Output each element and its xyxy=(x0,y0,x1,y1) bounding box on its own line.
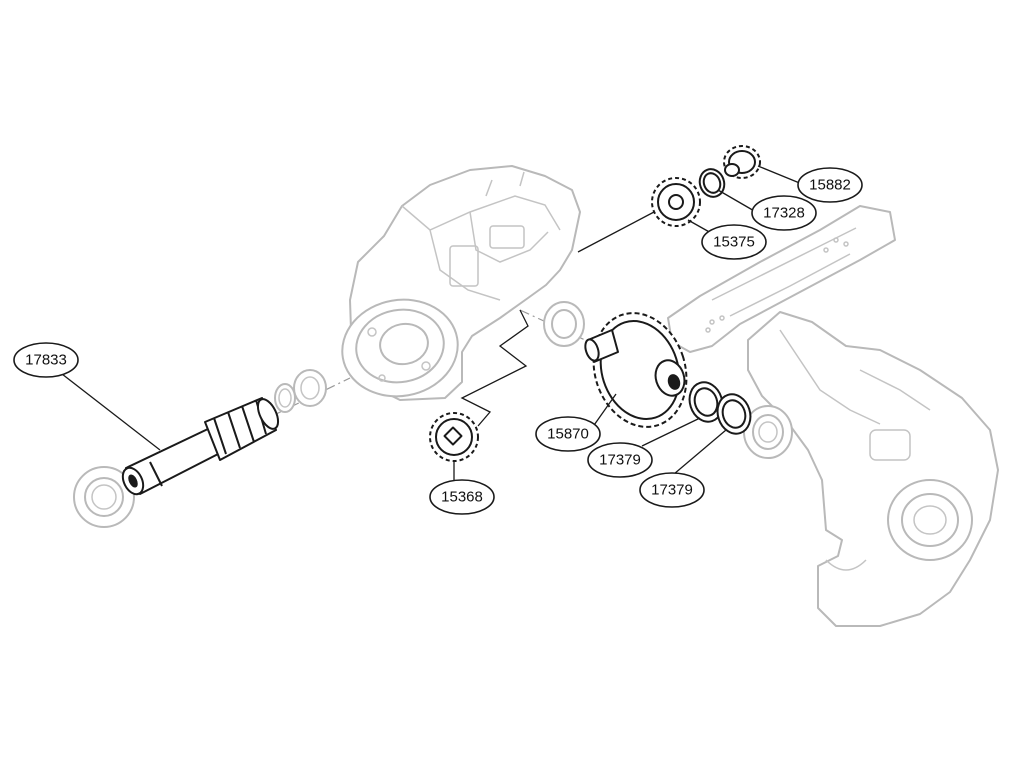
washer-17328 xyxy=(698,168,726,198)
shim-left xyxy=(274,383,296,413)
bushing-left xyxy=(293,369,327,407)
callout-label: 15375 xyxy=(713,234,755,251)
leader-line xyxy=(61,373,161,451)
callout-label: 15368 xyxy=(441,489,483,506)
bearing-left xyxy=(73,466,135,528)
side-plate-housing xyxy=(667,205,999,627)
callout-17379-a: 17379 xyxy=(587,442,653,478)
callout-label: 17379 xyxy=(651,482,693,499)
bearing-center xyxy=(543,301,585,347)
callout-label: 17379 xyxy=(599,452,641,469)
leader-line xyxy=(591,393,617,429)
collar-15882 xyxy=(723,145,761,179)
drive-gear-15870 xyxy=(584,312,688,428)
bearing-right xyxy=(743,405,793,459)
callout-label: 15882 xyxy=(809,177,851,194)
callout-label: 17833 xyxy=(25,352,67,369)
callout-15368: 15368 xyxy=(429,479,495,515)
callout-17328: 17328 xyxy=(751,195,817,231)
leader-line xyxy=(641,417,701,447)
callout-label: 15870 xyxy=(547,426,589,443)
reel-body-housing xyxy=(341,165,581,401)
leader-line xyxy=(460,309,529,427)
gear-15375 xyxy=(651,177,701,227)
washer-17379-a xyxy=(688,381,724,423)
leader-line xyxy=(577,211,655,253)
small-gear-15368 xyxy=(429,412,479,462)
leader-line xyxy=(717,189,757,213)
callout-15882: 15882 xyxy=(797,167,863,203)
callout-17379-b: 17379 xyxy=(639,472,705,508)
callout-label: 17328 xyxy=(763,205,805,222)
callout-17833: 17833 xyxy=(13,342,79,378)
leader-line xyxy=(673,429,727,475)
callout-15375: 15375 xyxy=(701,224,767,260)
leader-line xyxy=(757,165,803,185)
callout-15870: 15870 xyxy=(535,416,601,452)
pinion-gear-shaft xyxy=(121,397,280,496)
washer-17379-b xyxy=(716,393,752,435)
